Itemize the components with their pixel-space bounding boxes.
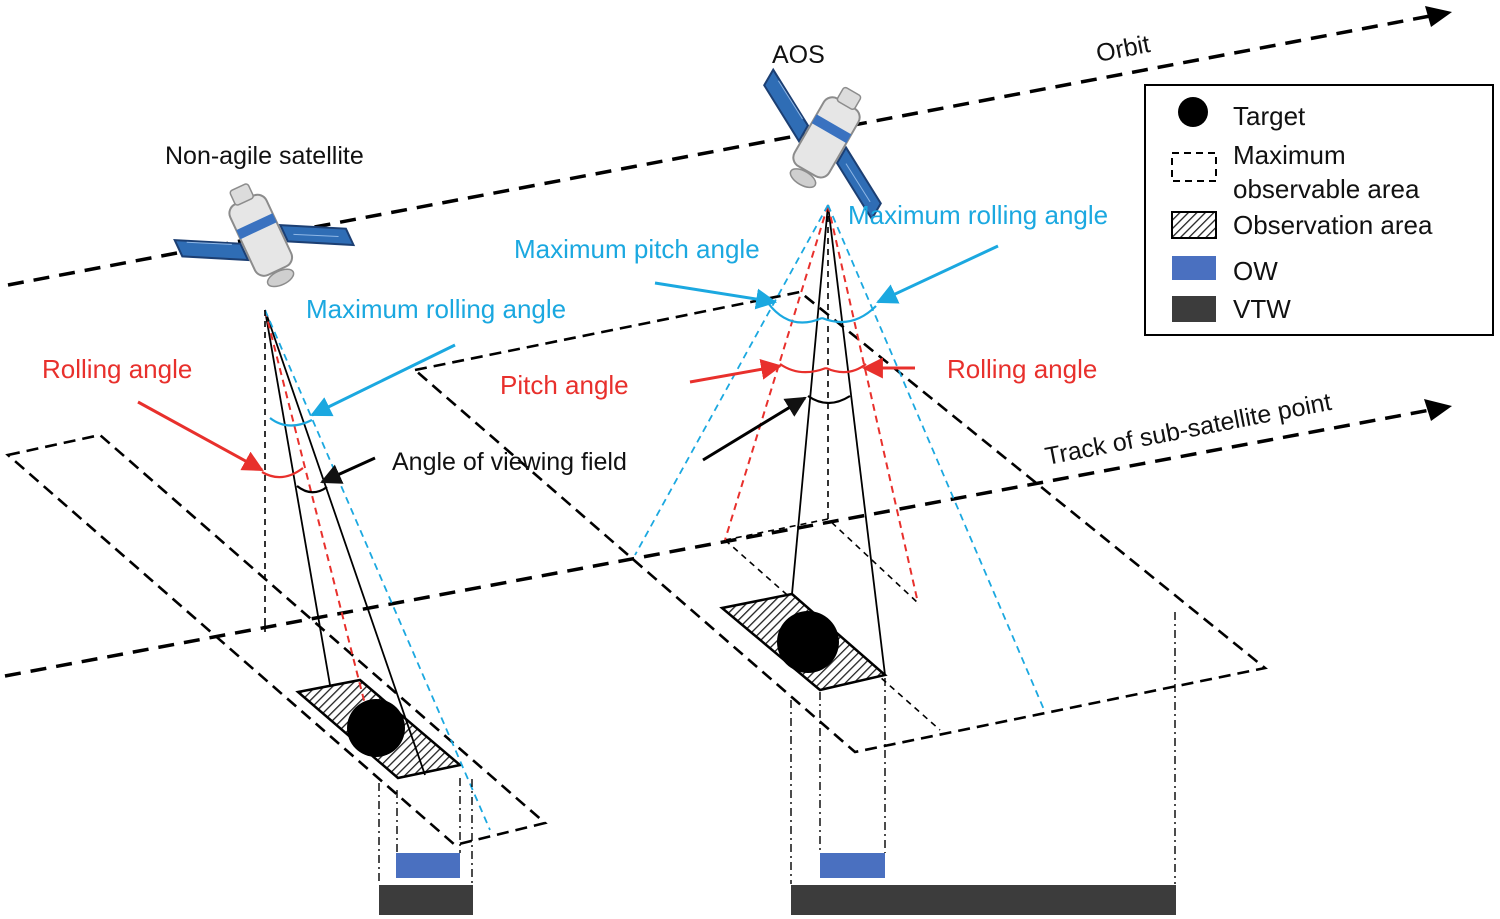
left-max-rolling-label: Maximum rolling angle <box>306 294 566 324</box>
left-vtw-window <box>379 885 473 915</box>
right-max-pitch-label: Maximum pitch angle <box>514 234 760 264</box>
aos-label: AOS <box>772 41 825 69</box>
right-window-projections <box>790 612 1176 884</box>
left-rolling-arc <box>261 467 304 479</box>
legend-obs-area-swatch <box>1171 211 1217 239</box>
non-agile-satellite-label: Non-agile satellite <box>165 142 364 170</box>
right-max-rolling-arc <box>821 305 877 324</box>
right-viewing-field-arc <box>807 395 851 405</box>
right-pitch-pointer <box>689 358 783 384</box>
angle-viewing-field-label: Angle of viewing field <box>392 448 627 476</box>
legend-target-swatch <box>1178 97 1208 127</box>
legend-frame <box>1144 84 1494 336</box>
right-pitch-arc <box>779 363 827 374</box>
aos-satellite-icon <box>763 67 882 221</box>
non-agile-satellite-icon <box>173 183 356 288</box>
left-window-projections <box>378 778 473 884</box>
left-viewing-lines <box>264 309 491 831</box>
left-viewing-field-pointer <box>320 456 376 484</box>
orbit-label: Orbit <box>1094 30 1153 68</box>
right-ow-window <box>820 853 885 878</box>
left-viewing-field-arc <box>296 485 328 494</box>
legend-vtw-swatch <box>1172 296 1216 322</box>
left-max-rolling-pointer <box>310 343 456 417</box>
right-viewing-field-pointer <box>702 396 807 462</box>
right-vtw-window <box>791 885 1176 915</box>
legend: Target Maximum observable area Observati… <box>1144 84 1494 336</box>
right-max-rolling-label: Maximum rolling angle <box>848 200 1108 230</box>
track-line <box>4 399 1452 678</box>
right-viewing-lines <box>634 204 1046 713</box>
left-ow-window <box>396 853 460 878</box>
left-target <box>347 699 405 757</box>
left-rolling-label: Rolling angle <box>42 354 192 384</box>
right-max-pitch-pointer <box>654 281 778 310</box>
right-rolling-arc <box>825 363 867 374</box>
right-pitch-label: Pitch angle <box>500 370 629 400</box>
right-max-observable-area <box>412 290 1268 754</box>
legend-obs-area-label: Observation area <box>1233 210 1433 240</box>
legend-ow-swatch <box>1172 256 1216 280</box>
left-rolling-pointer <box>137 400 264 472</box>
right-target <box>777 611 839 673</box>
legend-max-area-label-1: Maximum <box>1233 140 1346 170</box>
left-max-observable-area <box>5 433 548 847</box>
legend-target-label: Target <box>1233 101 1306 131</box>
track-label: Track of sub-satellite point <box>1043 388 1334 471</box>
legend-max-area-label-2: observable area <box>1233 174 1420 204</box>
right-max-rolling-pointer <box>876 244 999 304</box>
right-rolling-label: Rolling angle <box>947 354 1097 384</box>
legend-vtw-label: VTW <box>1233 294 1291 324</box>
left-max-rolling-arc <box>269 417 313 427</box>
legend-ow-label: OW <box>1233 256 1278 286</box>
